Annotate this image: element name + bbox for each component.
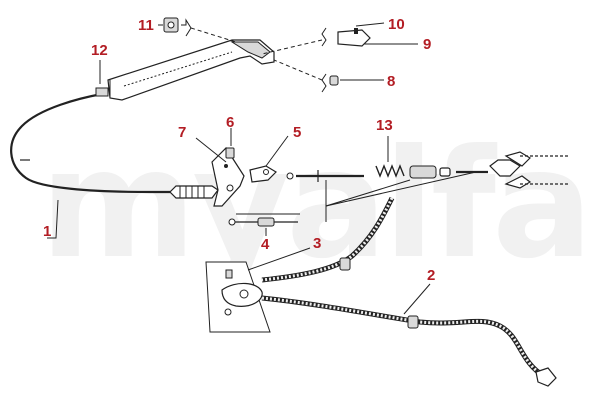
callout-2: 2 xyxy=(427,267,435,284)
callout-10: 10 xyxy=(388,16,405,33)
main-cable-part-1 xyxy=(10,87,176,194)
nut-part-11 xyxy=(163,17,179,33)
callout-9: 9 xyxy=(423,36,431,53)
callout-11: 11 xyxy=(138,17,154,34)
spring-boot xyxy=(169,185,219,199)
spring-part-13 xyxy=(375,164,405,178)
handbrake-lever xyxy=(107,39,275,101)
turnbuckle-part-4 xyxy=(228,217,298,227)
clip-part-9 xyxy=(337,28,371,47)
rear-cable-part-2 xyxy=(261,196,557,387)
callout-6: 6 xyxy=(226,114,234,131)
pin-part-8 xyxy=(329,75,339,86)
callout-7: 7 xyxy=(178,124,186,141)
callout-12: 12 xyxy=(91,42,108,59)
callout-3: 3 xyxy=(313,235,321,252)
callout-4: 4 xyxy=(261,236,270,253)
pivot-detail-box xyxy=(205,261,271,333)
rods-part-3 xyxy=(286,170,364,182)
adjuster-assembly xyxy=(409,151,570,189)
callout-5: 5 xyxy=(293,124,301,141)
callout-1: 1 xyxy=(43,223,51,240)
clevis-part-5 xyxy=(249,165,277,183)
callout-13: 13 xyxy=(376,117,393,134)
callout-8: 8 xyxy=(387,73,395,90)
pin-part-6 xyxy=(225,147,235,159)
bracket-part-7 xyxy=(211,147,245,207)
callout-labels: 1 2 3 4 5 6 7 8 9 10 11 12 13 xyxy=(43,16,435,284)
